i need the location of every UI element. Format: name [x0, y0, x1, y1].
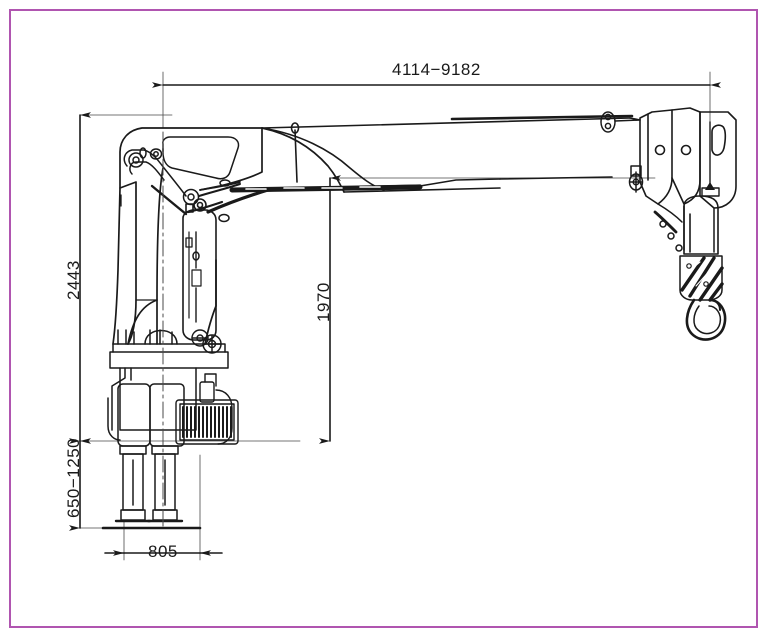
hook-hatch-fill — [680, 256, 724, 302]
link-arm-outline — [123, 149, 187, 197]
boom-cylinder-rod — [290, 122, 300, 183]
hook-throat — [685, 298, 727, 341]
dim-label-outrigger-drop: 650−1250 — [64, 437, 83, 518]
articulation-pivot — [182, 183, 241, 206]
crane-column-mast — [112, 167, 217, 345]
boom-tip-head — [639, 107, 737, 209]
boom-main-section — [261, 117, 631, 193]
outer-boom-section — [499, 117, 641, 180]
crane-base-pedestal — [109, 329, 229, 369]
lift-cylinder — [182, 198, 217, 341]
hook-block-body — [683, 195, 719, 255]
dim-label-base-width: 805 — [148, 542, 178, 561]
mount-bracket-details — [120, 194, 193, 301]
hook-shank-hatched — [679, 255, 723, 301]
drawing-geometry — [69, 71, 737, 561]
hook-rope-line — [701, 121, 720, 197]
dim-label-boom-reach: 4114−9182 — [392, 60, 481, 79]
outrigger-legs — [119, 445, 179, 521]
dim-label-overall-height: 2443 — [64, 260, 83, 300]
link-arms — [150, 184, 224, 216]
dim-label-boom-pivot-height: 1970 — [314, 282, 333, 322]
boom-taper — [419, 178, 501, 187]
boom-extension-detail — [245, 186, 381, 190]
control-valve-bank — [175, 373, 239, 445]
slew-drive-detail — [191, 329, 209, 347]
hook-tip — [709, 299, 721, 311]
dimension-lines — [69, 82, 721, 556]
sheave-pulley-block — [600, 111, 641, 133]
cylinder-lower-pivot — [202, 334, 222, 354]
hook-shank-pins — [686, 263, 709, 287]
boom-tip-lower-pivot — [628, 165, 644, 193]
hook-throat-inner — [693, 305, 722, 335]
hook-hatch-highlights — [685, 261, 713, 287]
